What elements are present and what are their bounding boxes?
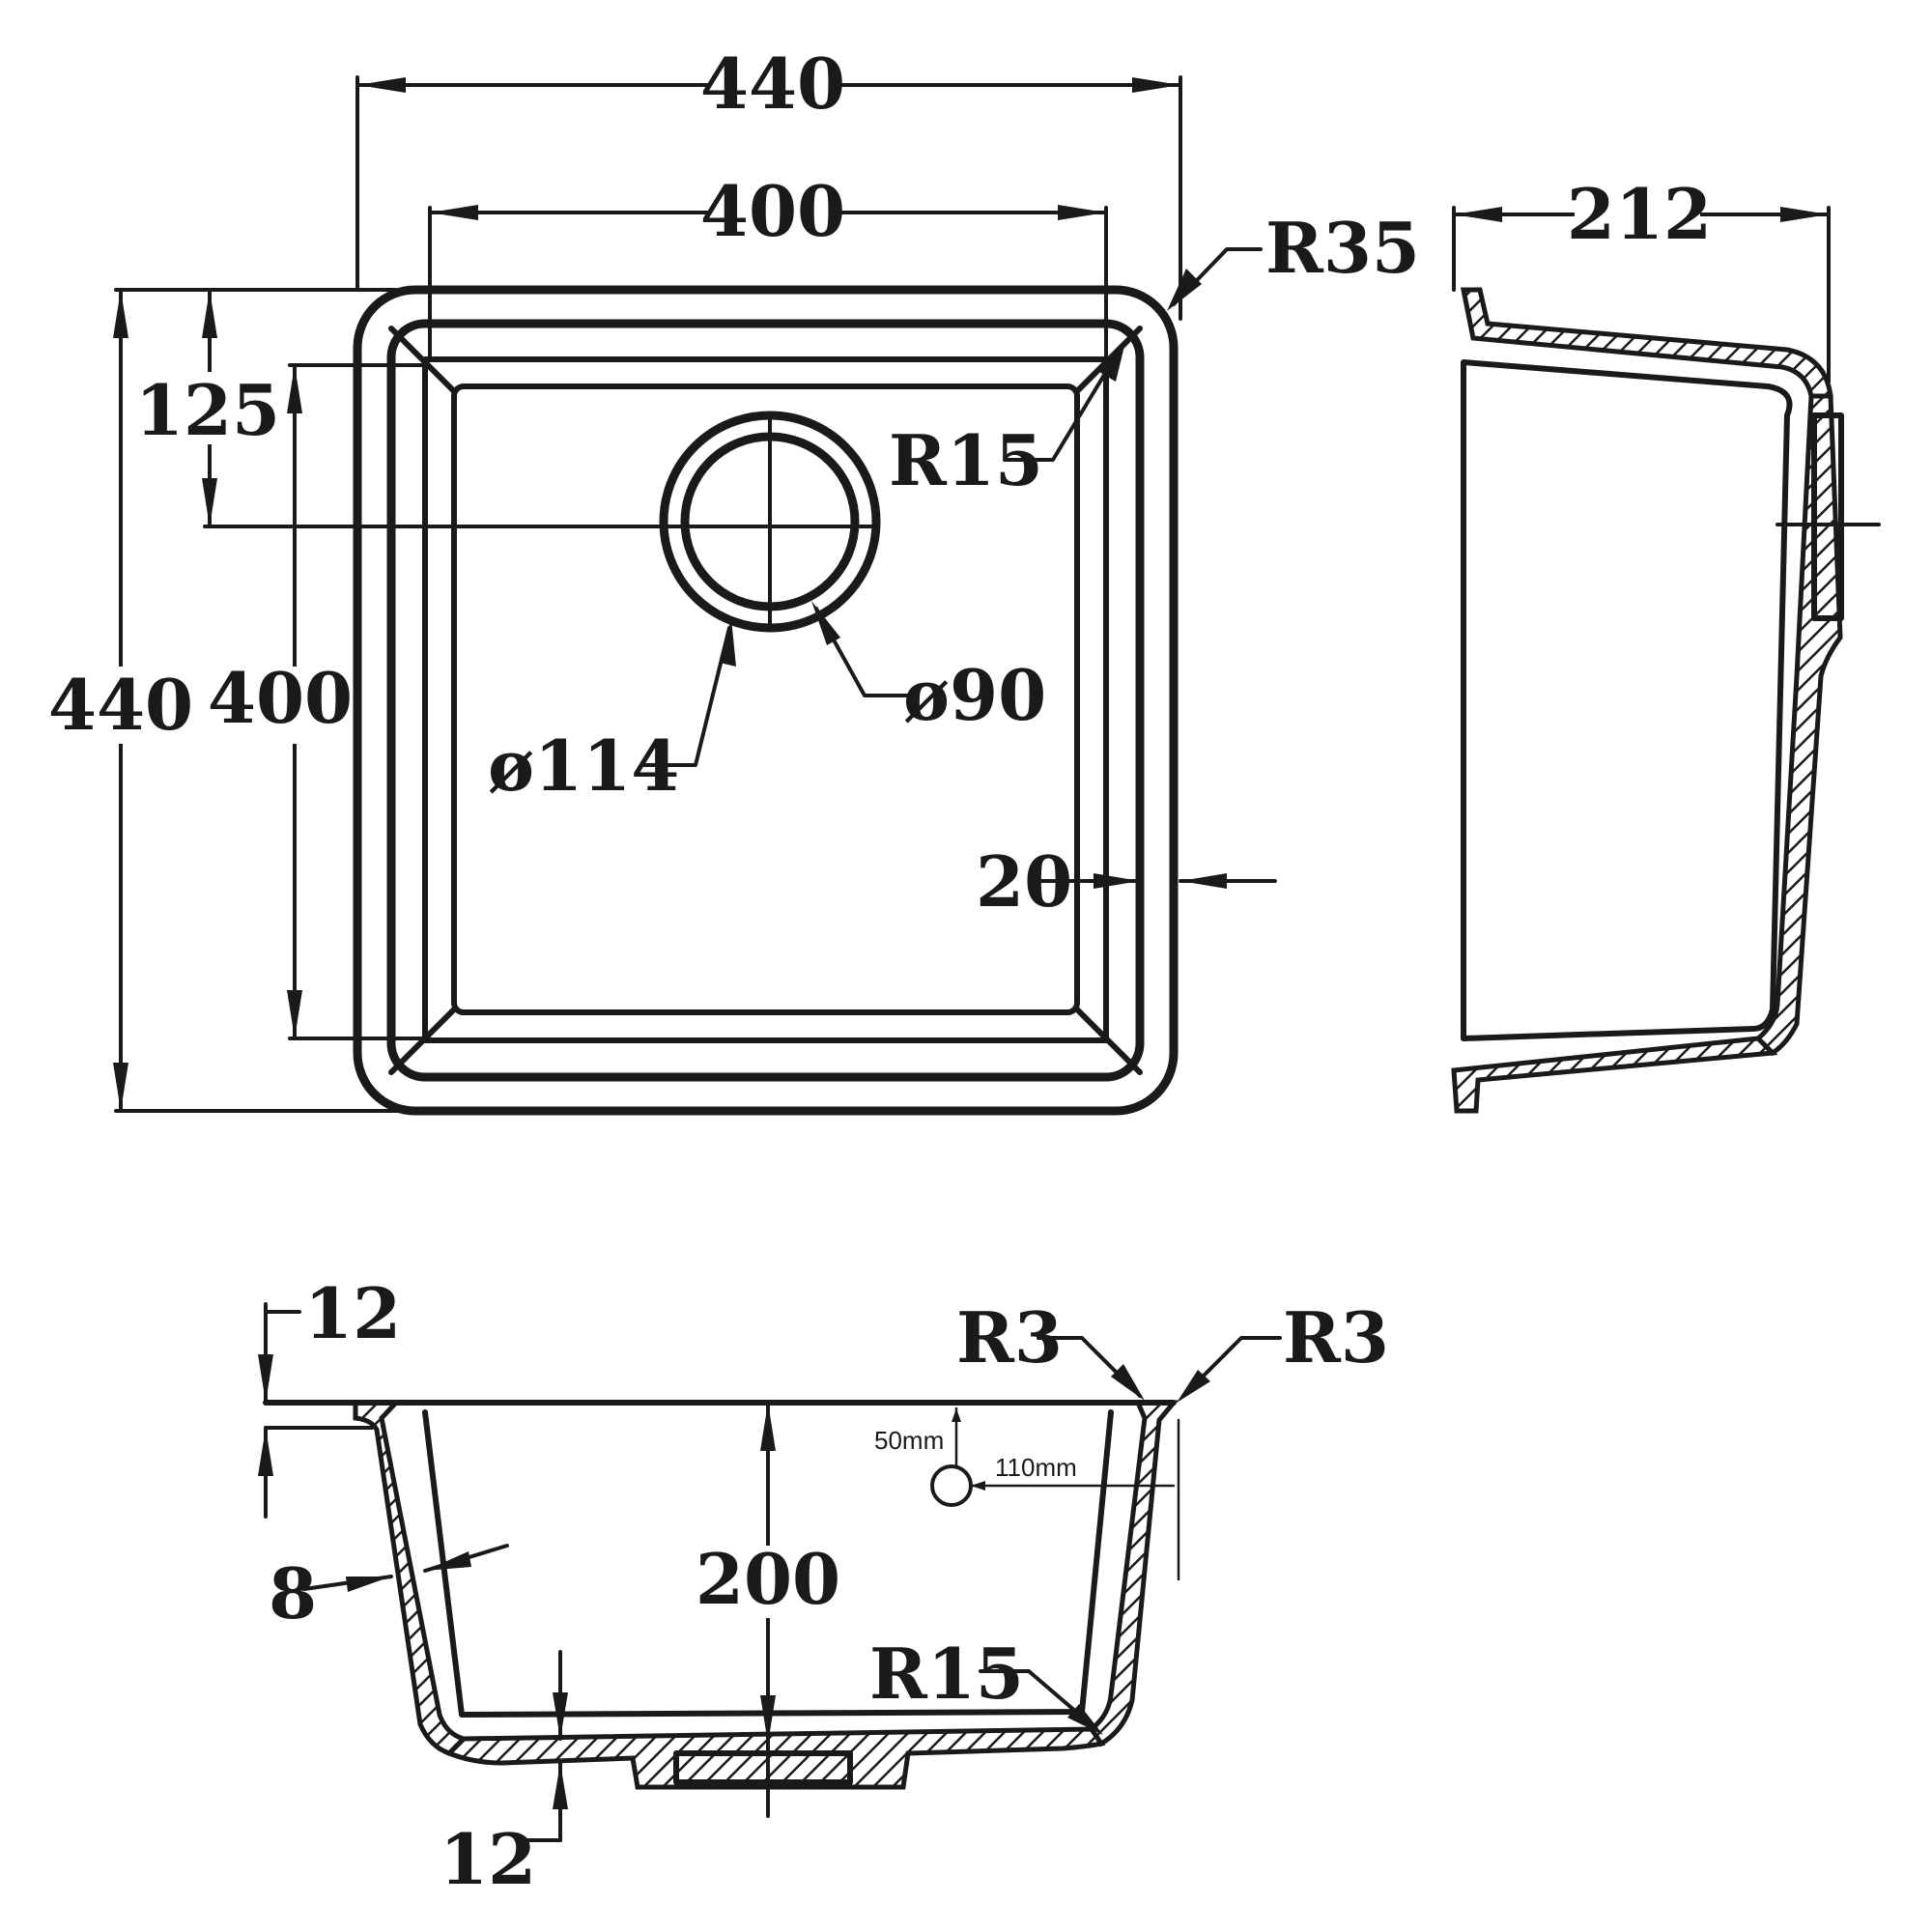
dim-waste-outer: ø114 — [488, 724, 679, 807]
arrow — [720, 618, 736, 667]
dim-depth: 212 — [1567, 173, 1712, 255]
dim-overall-width: 440 — [700, 43, 845, 125]
overflow-vertical-label: 50mm — [874, 1426, 944, 1455]
leader-line — [979, 1669, 1098, 1731]
dim-corner-outer: R35 — [1265, 207, 1420, 289]
top-view: 440 400 440 400 125 R35 — [48, 43, 1420, 1116]
rim-inner-outline — [386, 319, 1145, 1082]
arrow — [258, 1428, 273, 1476]
arrow — [1454, 207, 1502, 222]
arrow — [202, 478, 217, 526]
overflow-circle — [930, 1464, 973, 1507]
outer-rim-outline — [353, 285, 1179, 1116]
arrow — [425, 1551, 471, 1571]
arrow — [1058, 205, 1106, 220]
dim-base-thickness: 12 — [440, 1818, 536, 1900]
arrow — [952, 1408, 961, 1422]
arrow — [346, 1577, 391, 1592]
arrow — [1067, 1704, 1103, 1735]
arrow — [113, 1063, 128, 1111]
side-waste-stub — [1811, 412, 1844, 621]
dim-rim-thickness: 12 — [304, 1272, 401, 1354]
arrow — [1132, 77, 1180, 93]
side-bowl-outline — [1461, 359, 1793, 1041]
dim-radius-right: R3 — [1283, 1296, 1389, 1378]
dim-corner-inner: R15 — [889, 419, 1043, 501]
arrow — [1094, 873, 1140, 889]
arrow — [113, 290, 128, 338]
arrow — [430, 205, 478, 220]
corner-line-br — [1074, 1007, 1143, 1075]
arrow — [760, 1403, 776, 1451]
side-bottom-wall — [1451, 1036, 1778, 1114]
arrow — [202, 290, 217, 338]
arrow — [1180, 873, 1227, 889]
leader-line — [1003, 346, 1122, 462]
arrow — [287, 365, 302, 413]
arrow — [1111, 1364, 1145, 1401]
arrow — [258, 1354, 273, 1403]
arrow — [811, 601, 840, 645]
dim-waste-offset: 125 — [135, 369, 280, 451]
side-right-wall — [1754, 393, 1843, 1057]
section-waste — [673, 1750, 853, 1785]
arrow — [1167, 269, 1202, 311]
dim-base-radius: R15 — [869, 1633, 1024, 1715]
arrow — [1780, 207, 1829, 222]
arrow — [357, 77, 406, 93]
overflow-horizontal-label: 110mm — [995, 1453, 1077, 1482]
corner-line-bl — [388, 1007, 457, 1075]
dim-rim: 20 — [976, 840, 1072, 923]
section-right-wall — [1088, 1400, 1179, 1747]
dim-bowl-depth: 200 — [696, 1538, 840, 1620]
arrow — [287, 990, 302, 1038]
arrow — [1099, 338, 1126, 382]
section-view: 200 50mm 110mm 12 8 12 R3 — [258, 1272, 1389, 1900]
arrow — [553, 1692, 568, 1739]
leader-line — [640, 626, 731, 767]
corner-line-tr — [1074, 326, 1143, 394]
dim-overall-height: 440 — [48, 664, 193, 746]
section-left-wall — [353, 1400, 469, 1756]
corner-line-tl — [388, 326, 457, 394]
arrow — [553, 1763, 568, 1809]
side-top-wall — [1460, 287, 1833, 399]
bowl-base-outline — [451, 384, 1080, 1015]
dim-wall-thickness: 8 — [269, 1552, 317, 1634]
arrow — [1177, 1370, 1210, 1403]
dim-inner-height: 400 — [208, 657, 353, 739]
section-base — [444, 1726, 1106, 1790]
arrow — [971, 1481, 985, 1491]
arrow — [760, 1695, 776, 1744]
leader-line — [814, 607, 915, 697]
dim-radius-left: R3 — [956, 1296, 1063, 1378]
dim-waste-inner: ø90 — [903, 654, 1046, 736]
side-view: 212 — [1451, 173, 1881, 1114]
dim-inner-width: 400 — [700, 170, 845, 252]
